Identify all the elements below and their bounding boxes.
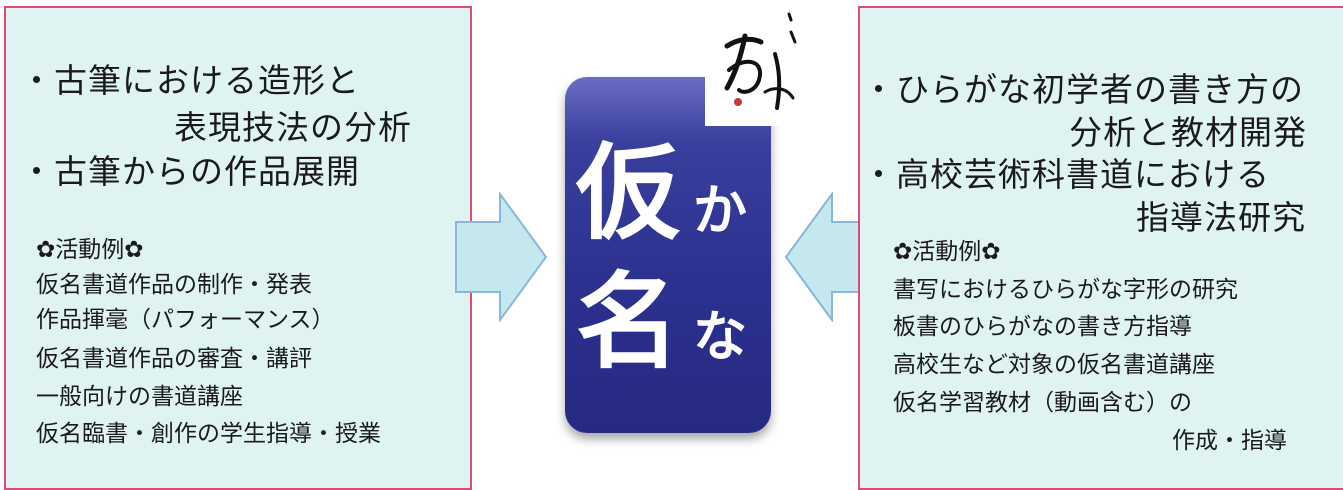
left-activity-item: 仮名書道作品の制作・発表: [36, 272, 312, 298]
left-activity-item: 仮名臨書・創作の学生指導・授業: [36, 421, 381, 447]
center-char-na-hiragana: な: [693, 304, 747, 368]
left-activity-header: ✿活動例✿: [36, 237, 144, 263]
left-activity-item: 作品揮毫（パフォーマンス）: [36, 307, 335, 333]
left-heading-2: 表現技法の分析: [174, 108, 412, 147]
right-activity-item: 板書のひらがなの書き方指導: [893, 314, 1192, 340]
left-heading-1: ・古筆における造形と: [20, 61, 360, 100]
left-heading-3: ・古筆からの作品展開: [20, 152, 360, 191]
right-activity-item: 書写におけるひらがな字形の研究: [893, 277, 1238, 303]
right-activity-item: 仮名学習教材（動画含む）の: [893, 390, 1192, 416]
right-heading-1: ・ひらがな初学者の書き方の: [862, 70, 1304, 109]
left-panel: [4, 6, 472, 490]
center-char-ka-hiragana: か: [693, 178, 747, 242]
center-char-na-kanji: 名: [576, 260, 681, 383]
right-panel: [858, 6, 1343, 490]
right-activity-header: ✿活動例✿: [893, 239, 1001, 265]
left-activity-item: 仮名書道作品の審査・講評: [36, 346, 312, 372]
right-heading-2: 分析と教材開発: [1069, 113, 1307, 152]
right-arrow-icon: [455, 192, 548, 322]
right-heading-4: 指導法研究: [1136, 198, 1306, 237]
right-heading-3: ・高校芸術科書道における: [862, 155, 1270, 194]
calligraphy-image: [705, 8, 807, 126]
right-activity-item: 高校生など対象の仮名書道講座: [893, 352, 1215, 378]
center-title-card: 仮 か 名 な: [565, 77, 771, 433]
right-activity-item: 作成・指導: [1172, 428, 1287, 454]
center-char-ka-kanji: 仮: [576, 131, 681, 254]
left-activity-item: 一般向けの書道講座: [36, 384, 243, 410]
